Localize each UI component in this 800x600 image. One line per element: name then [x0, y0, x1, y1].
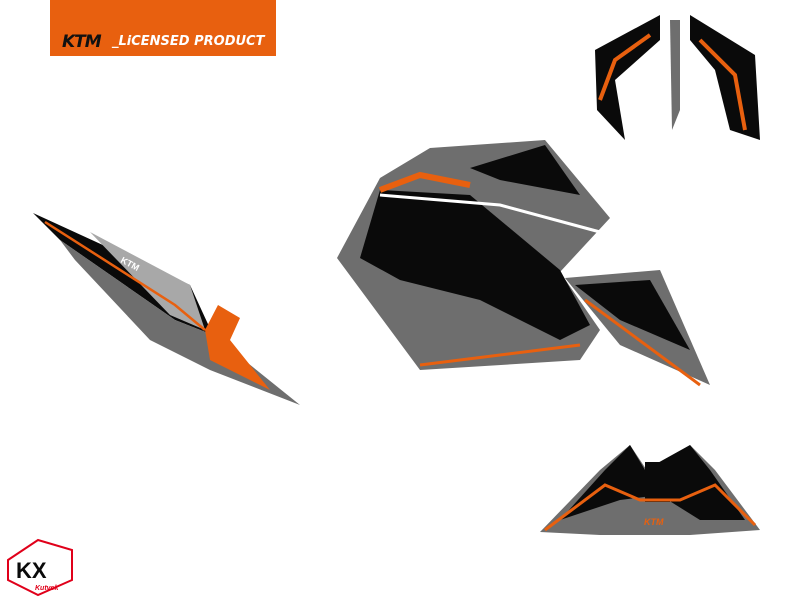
fork-guard-decal — [595, 15, 760, 140]
svg-text:KTM: KTM — [644, 517, 664, 527]
ktm-licensed-product-banner: KTM _LiCENSED PRODUCT — [50, 0, 276, 56]
svg-text:Kutvek: Kutvek — [35, 585, 59, 592]
headlight-decal: KTM — [540, 445, 760, 535]
side-shroud-decal: KTM — [33, 213, 300, 405]
licensed-product-text: _LiCENSED PRODUCT — [112, 34, 265, 49]
kutvek-logo: KX Kutvek — [7, 538, 73, 597]
ktm-brand-text: KTM — [62, 32, 102, 52]
tank-decal — [337, 140, 710, 387]
orange-tail-decal — [205, 305, 270, 390]
svg-text:KX: KX — [16, 558, 47, 583]
